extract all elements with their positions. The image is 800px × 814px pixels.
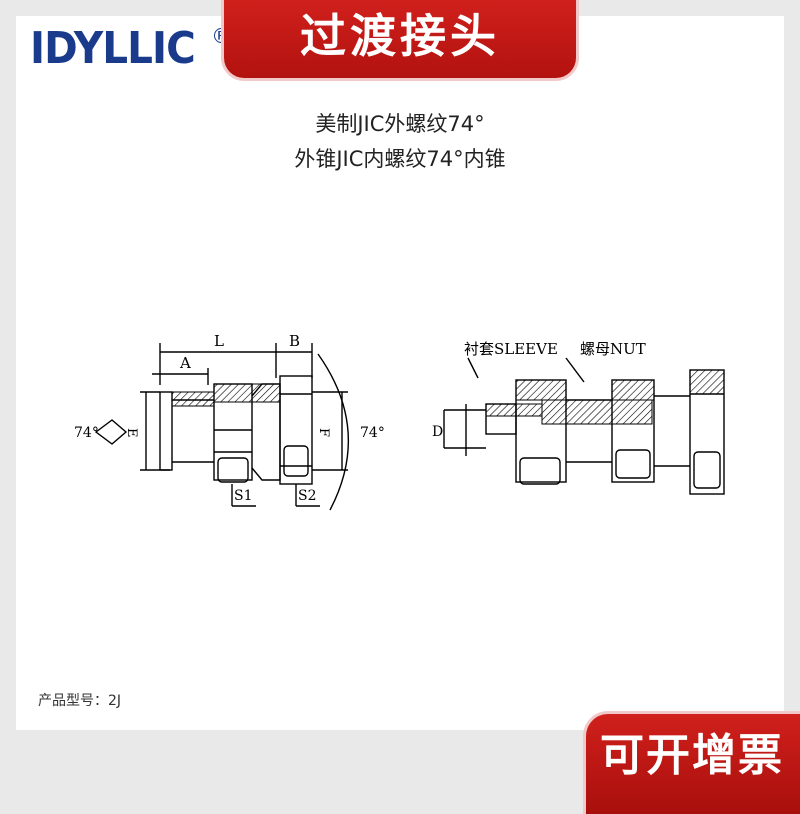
dim-B: B	[289, 332, 300, 350]
left-hatched-section	[171, 383, 281, 407]
banner-title: 过渡接头	[300, 9, 500, 63]
label-S2: S2	[298, 488, 317, 504]
invoice-banner: 可开增票	[586, 714, 800, 814]
logo-text: IDYLLIC	[30, 23, 196, 74]
right-labels: 衬套SLEEVE 螺母NUT D	[432, 340, 646, 440]
title-banner: 过渡接头	[224, 0, 576, 78]
brand-logo: IDYLLIC ®	[30, 26, 231, 72]
model-number: 产品型号：2J	[38, 693, 122, 709]
label-S1: S1	[234, 488, 253, 504]
right-fitting-drawing	[443, 357, 725, 495]
dim-E: E	[124, 428, 139, 438]
dim-L: L	[214, 332, 224, 350]
label-sleeve: 衬套SLEEVE	[464, 340, 558, 358]
dim-F: F	[316, 428, 331, 437]
angle-right: 74°	[360, 425, 385, 441]
product-card	[16, 16, 784, 730]
product-title-line-2: 外锥JIC内螺纹74°内锥	[294, 147, 506, 171]
left-labels: L B A 74° E F 74° S1 S2	[74, 332, 385, 504]
invoice-text: 可开增票	[600, 730, 784, 781]
angle-left: 74°	[74, 425, 99, 441]
product-title-line-1: 美制JIC外螺纹74°	[315, 112, 485, 136]
right-hatched-section	[485, 369, 725, 425]
left-fitting-drawing	[94, 343, 350, 511]
label-nut: 螺母NUT	[580, 340, 646, 358]
dim-D: D	[432, 424, 443, 440]
dim-A: A	[179, 354, 191, 372]
